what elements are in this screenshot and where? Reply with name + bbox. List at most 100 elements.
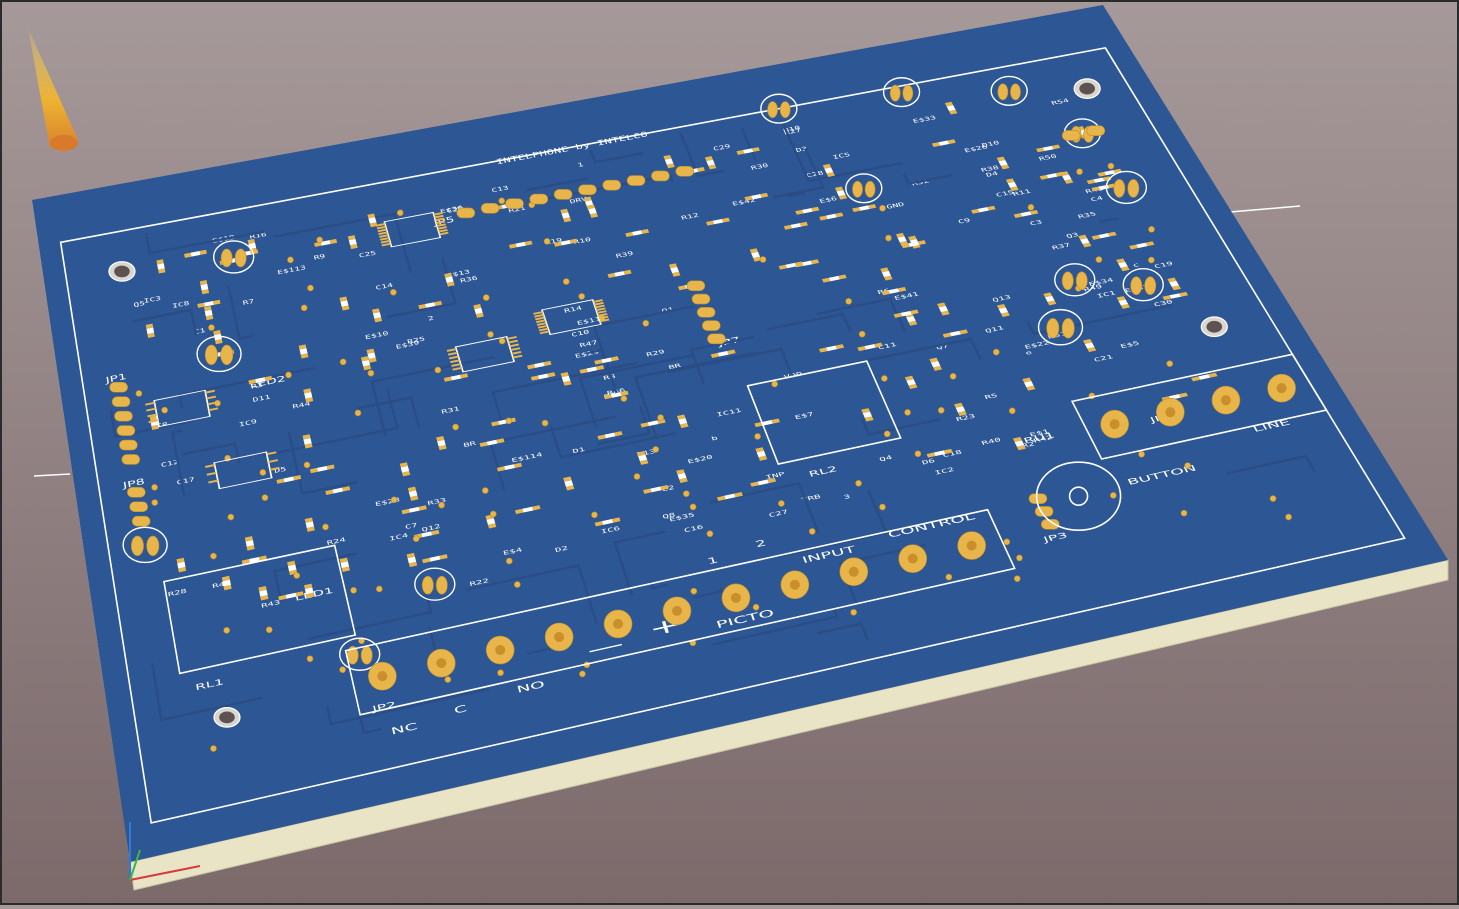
smd-component[interactable]: [309, 464, 335, 474]
smd-component[interactable]: [407, 486, 419, 501]
smd-component[interactable]: [944, 101, 958, 115]
smd-component[interactable]: [744, 192, 769, 201]
electrolytic-capacitor[interactable]: [845, 173, 883, 204]
smd-component[interactable]: [325, 486, 351, 495]
smd-component[interactable]: [339, 557, 350, 572]
smd-component[interactable]: [904, 375, 918, 389]
smd-component[interactable]: [996, 303, 1010, 318]
header-jp7[interactable]: [686, 280, 726, 345]
smd-component[interactable]: [1091, 231, 1117, 240]
smd-component[interactable]: [821, 274, 847, 283]
header-pin[interactable]: [111, 396, 131, 407]
header-pin[interactable]: [707, 333, 726, 345]
header-jp1[interactable]: [109, 381, 141, 465]
smd-component[interactable]: [676, 414, 689, 429]
smd-component[interactable]: [303, 388, 314, 403]
electrolytic-capacitor[interactable]: [990, 75, 1028, 106]
terminal-block-jp4[interactable]: [1070, 353, 1328, 460]
smd-component[interactable]: [413, 529, 440, 539]
smd-component[interactable]: [1005, 178, 1019, 192]
smd-component[interactable]: [1162, 291, 1189, 301]
header-pin[interactable]: [116, 425, 136, 436]
ic6-package[interactable]: [533, 298, 610, 336]
ic3-package[interactable]: [205, 450, 281, 491]
smd-component[interactable]: [563, 476, 575, 491]
electrolytic-capacitor[interactable]: [1054, 263, 1096, 297]
smd-component[interactable]: [298, 344, 309, 359]
smd-component[interactable]: [861, 408, 874, 422]
smd-component[interactable]: [931, 139, 956, 147]
header-pin[interactable]: [696, 306, 716, 318]
smd-component[interactable]: [1082, 338, 1097, 352]
smd-component[interactable]: [636, 451, 649, 465]
ic2-package[interactable]: [145, 388, 219, 428]
header-pin[interactable]: [553, 189, 573, 200]
smd-component[interactable]: [406, 552, 418, 568]
smd-component[interactable]: [594, 517, 621, 527]
smd-component[interactable]: [603, 390, 629, 400]
header-pin[interactable]: [121, 454, 141, 465]
header-pin[interactable]: [119, 439, 138, 451]
smd-component[interactable]: [366, 348, 377, 363]
smd-component[interactable]: [197, 299, 221, 308]
smd-component[interactable]: [857, 342, 883, 352]
smd-component[interactable]: [783, 221, 809, 230]
smd-component[interactable]: [1035, 144, 1061, 153]
electrolytic-capacitor[interactable]: [122, 526, 168, 564]
smd-component[interactable]: [668, 263, 681, 277]
pcb-board[interactable]: [32, 5, 1448, 862]
smd-component[interactable]: [901, 240, 927, 249]
smd-component[interactable]: [852, 204, 877, 213]
smd-component[interactable]: [213, 329, 223, 345]
smd-component[interactable]: [514, 505, 541, 515]
header-pin[interactable]: [1061, 130, 1081, 141]
smd-component[interactable]: [530, 372, 556, 381]
smd-component[interactable]: [587, 204, 599, 218]
smd-component[interactable]: [1013, 209, 1039, 218]
electrolytic-capacitor[interactable]: [414, 567, 456, 601]
smd-component[interactable]: [704, 156, 717, 170]
ic5-package[interactable]: [375, 211, 450, 249]
smd-component[interactable]: [1078, 234, 1092, 248]
smd-component[interactable]: [893, 309, 919, 318]
smd-component[interactable]: [1191, 372, 1218, 382]
smd-component[interactable]: [676, 469, 688, 483]
relay-rl2-outline[interactable]: [746, 360, 902, 466]
smd-component[interactable]: [818, 344, 845, 353]
smd-component[interactable]: [1043, 292, 1057, 306]
smd-component[interactable]: [444, 272, 455, 287]
smd-component[interactable]: [527, 360, 552, 370]
header-pin[interactable]: [626, 175, 646, 186]
smd-component[interactable]: [710, 349, 736, 358]
smd-component[interactable]: [156, 259, 166, 274]
smd-component[interactable]: [443, 373, 469, 382]
smd-component[interactable]: [755, 447, 768, 461]
smd-component[interactable]: [276, 475, 302, 484]
header-pin[interactable]: [702, 320, 721, 331]
smd-component[interactable]: [302, 434, 313, 449]
smd-component[interactable]: [819, 212, 844, 221]
electrolytic-capacitor[interactable]: [338, 637, 381, 671]
smd-component[interactable]: [314, 238, 338, 247]
smd-component[interactable]: [716, 492, 743, 501]
smd-component[interactable]: [1167, 277, 1181, 291]
electrolytic-capacitor[interactable]: [760, 93, 798, 124]
terminal-block-jp2[interactable]: [344, 508, 1016, 716]
smd-component[interactable]: [1116, 258, 1130, 272]
smd-component[interactable]: [371, 308, 383, 323]
smd-component[interactable]: [778, 261, 804, 270]
smd-component[interactable]: [625, 228, 650, 237]
header-pin[interactable]: [505, 198, 524, 209]
smd-component[interactable]: [926, 448, 953, 458]
smd-component[interactable]: [942, 329, 969, 338]
smd-component[interactable]: [176, 557, 187, 573]
smd-component[interactable]: [929, 357, 943, 371]
electrolytic-capacitor[interactable]: [1105, 170, 1148, 205]
header-jp7b[interactable]: [1061, 125, 1106, 141]
electrolytic-capacitor[interactable]: [882, 77, 921, 108]
smd-component[interactable]: [244, 536, 255, 551]
header-pin[interactable]: [480, 202, 500, 214]
smd-component[interactable]: [221, 575, 232, 591]
header-pin[interactable]: [602, 179, 622, 191]
